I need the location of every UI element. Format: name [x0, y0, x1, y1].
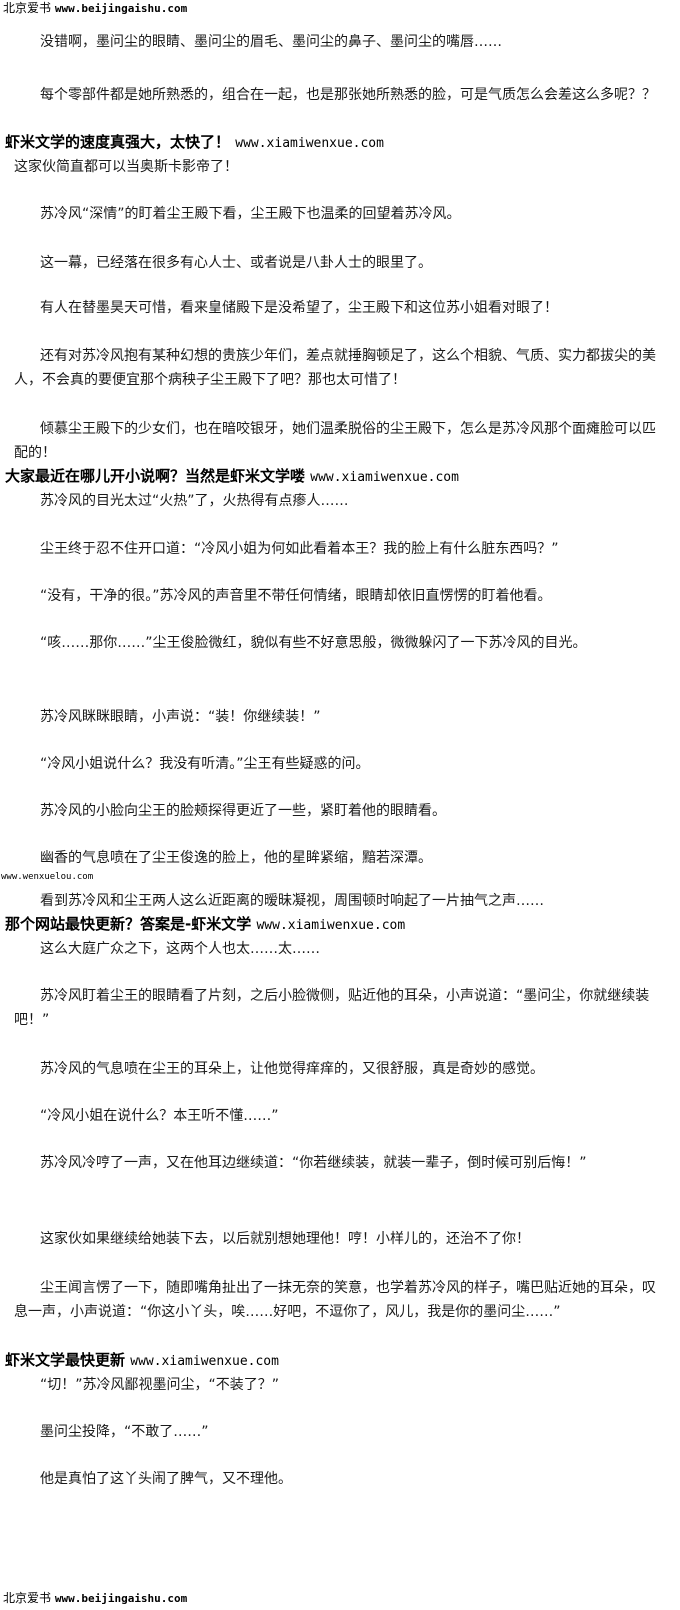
paragraph: 苏冷风冷哼了一声，又在他耳边继续道：“你若继续装，就装一辈子，倒时候可别后悔！” — [40, 1155, 587, 1171]
ad-text: 大家最近在哪儿开小说啊？当然是虾米文学喽 — [5, 467, 306, 485]
paragraph: 他是真怕了这丫头闹了脾气，又不理他。 — [40, 1471, 292, 1487]
paragraph: 没错啊，墨问尘的眼睛、墨问尘的眉毛、墨问尘的鼻子、墨问尘的嘴唇…… — [40, 34, 502, 50]
paragraph: 倾慕尘王殿下的少女们，也在暗咬银牙，她们温柔脱俗的尘王殿下，怎么是苏冷风那个面瘫… — [14, 421, 656, 461]
ad-text: 那个网站最快更新？答案是-虾米文学 — [5, 915, 252, 933]
paragraph: 尘王终于忍不住开口道：“冷风小姐为何如此看着本王？我的脸上有什么脏东西吗？” — [40, 541, 559, 557]
site-header: 北京爱书 www.beijingaishu.com — [3, 0, 187, 17]
ad-url: www.xiamiwenxue.com — [130, 1354, 279, 1369]
header-site-name: 北京爱书 — [3, 1, 52, 15]
paragraph: 还有对苏冷风抱有某种幻想的贵族少年们，差点就捶胸顿足了，这么个相貌、气质、实力都… — [14, 348, 656, 388]
paragraph: 苏冷风的目光太过“火热”了，火热得有点瘆人…… — [40, 493, 349, 509]
paragraph: “咳……那你……”尘王俊脸微红，貌似有些不好意思般，微微躲闪了一下苏冷风的目光。 — [40, 635, 587, 651]
paragraph: “没有，干净的很。”苏冷风的声音里不带任何情绪，眼睛却依旧直愣愣的盯着他看。 — [40, 588, 552, 604]
paragraph: 每个零部件都是她所熟悉的，组合在一起，也是那张她所熟悉的脸，可是气质怎么会差这么… — [40, 87, 656, 103]
paragraph: 墨问尘投降，“不敢了……” — [40, 1424, 209, 1440]
watermark: www.wenxuelou.com — [1, 872, 94, 882]
paragraph: 苏冷风眯眯眼睛，小声说：“装！你继续装！” — [40, 709, 321, 725]
paragraph: 尘王闻言愣了一下，随即嘴角扯出了一抹无奈的笑意，也学着苏冷风的样子，嘴巴贴近她的… — [14, 1280, 656, 1320]
ad-banner: 虾米文学的速度真强大，太快了！ www.xiamiwenxue.com — [5, 132, 384, 154]
site-footer: 北京爱书 www.beijingaishu.com — [3, 1590, 187, 1607]
header-site-url: www.beijingaishu.com — [54, 2, 188, 15]
paragraph: 幽香的气息喷在了尘王俊逸的脸上，他的星眸紧缩，黯若深潭。 — [40, 850, 432, 866]
ad-url: www.xiamiwenxue.com — [256, 918, 406, 933]
paragraph: 苏冷风的小脸向尘王的脸颊探得更近了一些，紧盯着他的眼睛看。 — [40, 803, 446, 819]
paragraph: “切！”苏冷风鄙视墨问尘，“不装了？” — [40, 1377, 280, 1393]
paragraph: 苏冷风的气息喷在尘王的耳朵上，让他觉得痒痒的，又很舒服，真是奇妙的感觉。 — [40, 1061, 544, 1077]
footer-site-name: 北京爱书 — [3, 1591, 52, 1605]
paragraph: 看到苏冷风和尘王两人这么近距离的暧昧凝视，周围顿时响起了一片抽气之声…… — [40, 893, 544, 909]
paragraph: 这家伙简直都可以当奥斯卡影帝了！ — [14, 159, 238, 175]
paragraph: “冷风小姐在说什么？本王听不懂……” — [40, 1108, 279, 1124]
ad-url: www.xiamiwenxue.com — [235, 136, 384, 151]
paragraph: 有人在替墨昊天可惜，看来皇储殿下是没希望了，尘王殿下和这位苏小姐看对眼了！ — [40, 300, 558, 316]
paragraph: 这一幕，已经落在很多有心人士、或者说是八卦人士的眼里了。 — [40, 255, 432, 271]
ad-banner: 大家最近在哪儿开小说啊？当然是虾米文学喽 www.xiamiwenxue.com — [5, 466, 459, 488]
ad-banner: 虾米文学最快更新 www.xiamiwenxue.com — [5, 1350, 279, 1372]
footer-site-url: www.beijingaishu.com — [54, 1592, 188, 1605]
paragraph: 苏冷风“深情”的盯着尘王殿下看，尘王殿下也温柔的回望着苏冷风。 — [40, 206, 461, 222]
ad-text: 虾米文学的速度真强大，太快了！ — [5, 133, 231, 151]
paragraph: “冷风小姐说什么？我没有听清。”尘王有些疑惑的问。 — [40, 756, 370, 772]
ad-text: 虾米文学最快更新 — [5, 1351, 126, 1369]
paragraph: 苏冷风盯着尘王的眼睛看了片刻，之后小脸微侧，贴近他的耳朵，小声说道：“墨问尘，你… — [14, 988, 650, 1028]
ad-banner: 那个网站最快更新？答案是-虾米文学 www.xiamiwenxue.com — [5, 914, 405, 936]
ad-url: www.xiamiwenxue.com — [310, 470, 459, 485]
paragraph: 这家伙如果继续给她装下去，以后就别想她理他！哼！小样儿的，还治不了你！ — [40, 1231, 530, 1247]
paragraph: 这么大庭广众之下，这两个人也太……太…… — [40, 941, 320, 957]
